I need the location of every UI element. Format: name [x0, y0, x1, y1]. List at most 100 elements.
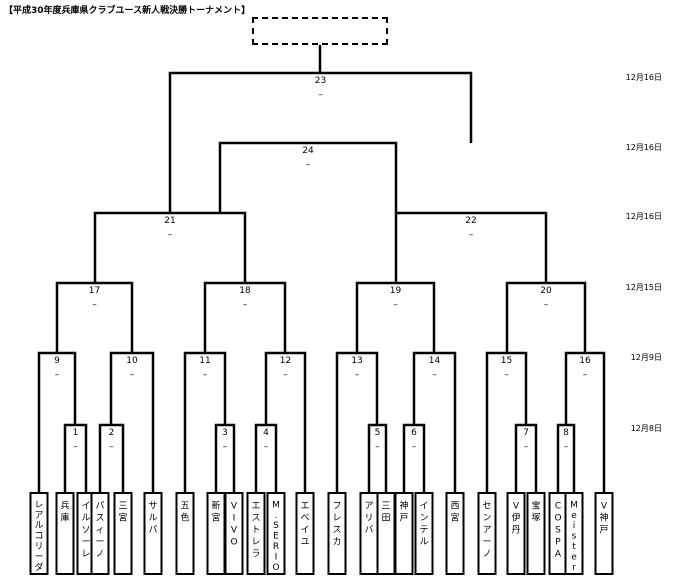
team-box-frame	[266, 492, 286, 575]
team-name: サルパ	[148, 501, 157, 536]
team-name: 三田	[381, 502, 390, 524]
team-box-frame	[414, 492, 434, 575]
team-name: エベイユ	[300, 502, 309, 548]
match-17-score: –	[92, 300, 97, 310]
team-name: パスィーノ	[95, 501, 104, 560]
match-5-number: 5	[375, 428, 381, 438]
match-18-number: 18	[239, 286, 251, 296]
team-box-13: フレスカ	[327, 492, 347, 575]
match-3-score: –	[223, 442, 228, 452]
match-9-score: –	[55, 370, 60, 380]
match-19-score: –	[393, 300, 398, 310]
tournament-title: 【平成30年度兵庫県クラブユース新人戦決勝トーナメント】	[4, 6, 251, 16]
team-name: アリバ	[364, 502, 373, 536]
team-name: レアルコリーダ	[34, 500, 43, 573]
team-box-21: 宝塚	[526, 492, 546, 575]
team-box-1: レアルコリーダ	[29, 492, 49, 575]
match-24-number: 24	[302, 146, 314, 156]
match-20-number: 20	[540, 286, 552, 296]
match-17-number: 17	[89, 286, 100, 296]
match-1-number: 1	[73, 428, 79, 438]
team-name: インテル	[419, 502, 428, 548]
match-15-score: –	[504, 370, 509, 380]
winner-box	[252, 17, 388, 45]
team-box-17: インテル	[414, 492, 434, 575]
match-2-number: 2	[109, 428, 115, 438]
team-box-19: センアーノ	[477, 492, 497, 575]
team-box-7: 五色	[175, 492, 195, 575]
match-7-score: –	[524, 442, 529, 452]
match-2-score: –	[109, 442, 114, 452]
match-5-score: –	[375, 442, 380, 452]
team-box-frame	[445, 492, 465, 575]
team-name: 西宮	[450, 501, 459, 524]
team-box-frame	[394, 492, 414, 575]
match-21-number: 21	[164, 216, 175, 226]
match-1-score: –	[73, 442, 78, 452]
team-name: エストレラ	[251, 502, 260, 560]
team-name: フレスカ	[332, 502, 341, 548]
team-box-frame	[506, 492, 526, 575]
match-13-number: 13	[351, 356, 362, 366]
match-3-number: 3	[222, 428, 228, 438]
team-box-frame	[246, 492, 266, 575]
match-12-number: 12	[280, 356, 291, 366]
match-24-line	[218, 141, 398, 213]
match-14-score: –	[432, 370, 437, 380]
team-box-2: 兵庫	[55, 492, 75, 575]
team-box-frame	[175, 492, 195, 575]
match-16-score: –	[583, 370, 588, 380]
team-name: 神戸	[399, 500, 408, 524]
round-date-4: 12月15日	[626, 283, 662, 292]
team-name: 宝塚	[531, 500, 540, 524]
match-4-number: 4	[263, 428, 269, 438]
team-box-8: 新宮	[206, 492, 226, 575]
team-box-frame	[55, 492, 75, 575]
match-22-score: –	[469, 230, 474, 240]
team-box-frame	[295, 492, 315, 575]
round-date-3: 12月16日	[626, 212, 662, 221]
team-box-16: 神戸	[394, 492, 414, 575]
match-12-score: –	[283, 370, 288, 380]
match-19-number: 19	[390, 286, 402, 296]
match-23-score: –	[318, 90, 323, 100]
match-10-number: 10	[126, 356, 138, 366]
match-4-score: –	[264, 442, 269, 452]
match-11-number: 11	[199, 356, 210, 366]
team-box-5: 三宮	[113, 492, 133, 575]
round-date-6: 12月8日	[631, 424, 662, 433]
match-6-number: 6	[411, 428, 417, 438]
team-box-frame	[594, 492, 614, 575]
match-22-number: 22	[465, 216, 476, 226]
team-box-18: 西宮	[445, 492, 465, 575]
team-name: 五色	[180, 502, 189, 524]
team-box-frame	[526, 492, 546, 575]
match-20-score: –	[544, 300, 549, 310]
match-15-number: 15	[501, 356, 512, 366]
team-box-15: 三田	[376, 492, 396, 575]
match-22-line	[394, 211, 548, 283]
team-box-4: パスィーノ	[90, 492, 110, 575]
team-box-frame	[327, 492, 347, 575]
team-box-10: エストレラ	[246, 492, 266, 575]
match-14-number: 14	[429, 356, 441, 366]
match-18-score: –	[243, 300, 248, 310]
team-name: センアーノ	[482, 501, 491, 560]
team-box-6: サルパ	[143, 492, 163, 575]
team-box-frame	[29, 492, 49, 575]
match-8-number: 8	[563, 428, 569, 438]
match-13-score: –	[355, 370, 360, 380]
team-box-frame	[564, 492, 584, 575]
team-name: 新宮	[211, 500, 220, 524]
team-name: 兵庫	[60, 500, 69, 524]
